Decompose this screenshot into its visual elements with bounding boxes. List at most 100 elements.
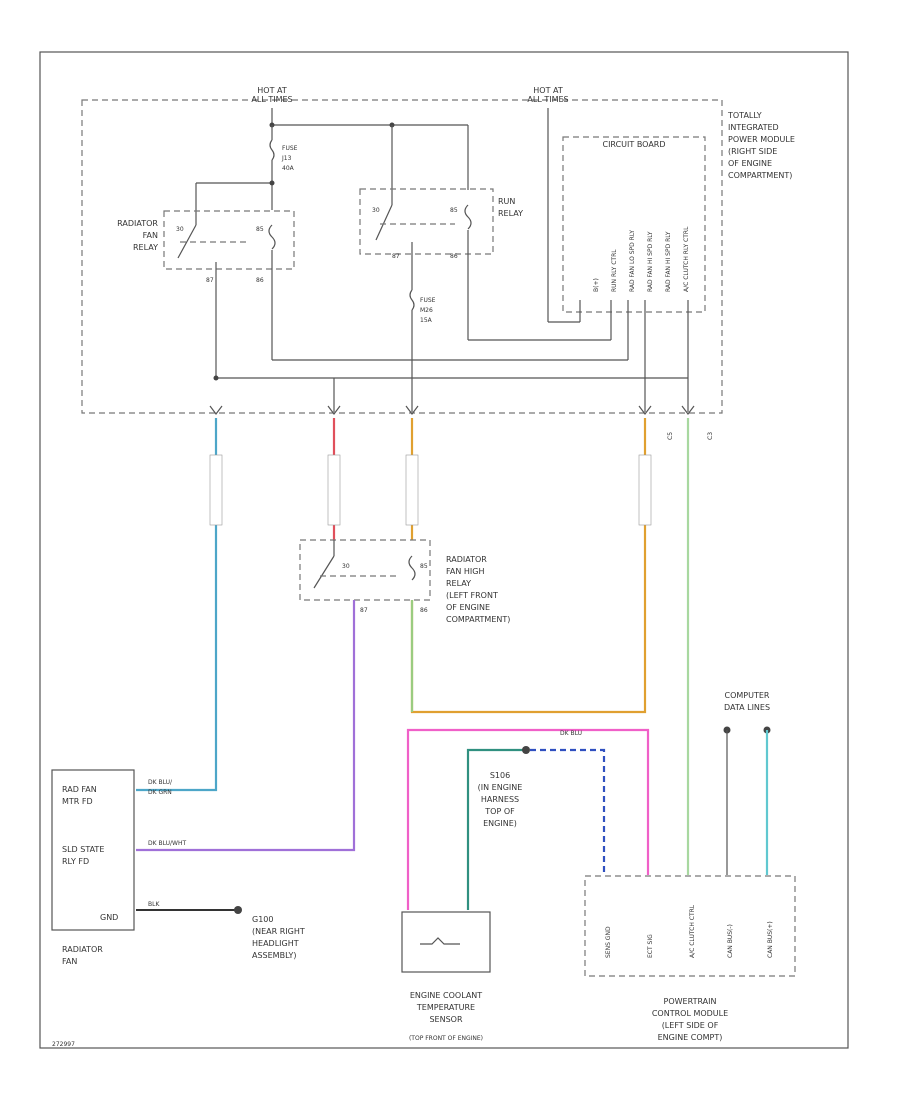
s106-4: TOP OF	[484, 807, 515, 816]
fuse-upper-3: 40A	[282, 165, 295, 172]
wire-orange-hi	[410, 418, 647, 714]
fuse-lower-2: M26	[420, 307, 433, 314]
fan-wire3: BLK	[148, 901, 160, 908]
pcm-title-1: POWERTRAIN	[664, 997, 717, 1006]
junction-node	[269, 180, 275, 186]
figure-id: 272997	[52, 1041, 75, 1048]
wire-dk-blu-dashed	[530, 748, 606, 875]
s106-2: (IN ENGINE	[478, 783, 523, 792]
switch-contact	[313, 555, 335, 589]
hi-relay-label-6: COMPARTMENT)	[446, 615, 510, 624]
g100-2: (NEAR RIGHT	[252, 927, 305, 936]
switch-contact	[375, 204, 393, 241]
pcm-pin: ECT SIG	[647, 934, 654, 958]
hi-relay-pin: 86	[420, 607, 428, 614]
s106-1: S106	[490, 771, 510, 780]
tipm-label-6: COMPARTMENT)	[728, 171, 792, 180]
fuse-upper-1: FUSE	[282, 145, 298, 152]
hi-relay-label-5: OF ENGINE	[446, 603, 490, 612]
ground-splice-icon	[234, 906, 242, 914]
relay-coil-icon	[464, 204, 472, 230]
run-relay-label-1: RUN	[498, 197, 515, 206]
pcm-box	[584, 875, 796, 977]
cb-label-b: B(+)	[593, 278, 600, 292]
fan-gnd: GND	[100, 913, 118, 922]
hot-label-1-line1: HOT AT	[257, 86, 287, 95]
hot-label-2-line1: HOT AT	[533, 86, 563, 95]
switch-contact	[177, 224, 197, 259]
fan-wire1b: DK GRN	[148, 789, 172, 796]
s106-5: ENGINE)	[483, 819, 517, 828]
run-relay-label-2: RELAY	[498, 209, 523, 218]
splice-s106-icon	[522, 746, 530, 754]
conn-id: C3	[707, 432, 714, 440]
run-relay-pin: 85	[450, 207, 458, 214]
pcm-title-2: CONTROL MODULE	[652, 1009, 728, 1018]
tipm-label-4: (RIGHT SIDE	[728, 147, 777, 156]
pcm-pin: CAN BUS(+)	[767, 921, 774, 958]
cb-label-ac: A/C CLUTCH RLY CTRL	[683, 226, 690, 292]
circuit-board-box	[562, 136, 706, 313]
fuse-upper-2: J13	[281, 155, 292, 162]
radiator-fan-high-relay	[299, 539, 431, 601]
g100-1: G100	[252, 915, 273, 924]
radiator-fan-relay	[163, 210, 295, 270]
rad-relay-label-2: FAN	[143, 231, 158, 240]
wire-teal	[466, 748, 524, 910]
thermistor-icon	[420, 937, 460, 945]
fan-title-2: FAN	[62, 957, 77, 966]
rad-relay-pin: 87	[206, 277, 214, 284]
cb-label-hi1: RAD FAN HI SPD RLY	[647, 231, 654, 292]
ect-title-3: SENSOR	[429, 1015, 462, 1024]
fuse-upper-icon	[269, 139, 275, 161]
fan-wire2: DK BLU/WHT	[148, 840, 186, 847]
run-relay	[359, 188, 494, 255]
hi-relay-pin: 87	[360, 607, 368, 614]
ect-sensor-box	[401, 911, 491, 973]
hi-relay-pin: 85	[420, 563, 428, 570]
wire-tags	[209, 454, 652, 526]
cb-label-run: RUN RLY CTRL	[611, 249, 618, 292]
fan-title-1: RADIATOR	[62, 945, 103, 954]
circuit-board-label: CIRCUIT BOARD	[602, 140, 665, 149]
hi-relay-label-2: FAN HIGH	[446, 567, 484, 576]
g100-4: ASSEMBLY)	[252, 951, 296, 960]
comp-data-2: DATA LINES	[724, 703, 770, 712]
wire-purple	[136, 600, 356, 852]
run-relay-pin: 86	[450, 253, 458, 260]
tipm-label-1: TOTALLY	[727, 111, 762, 120]
ect-title-1: ENGINE COOLANT	[410, 991, 482, 1000]
tipm-label-3: POWER MODULE	[728, 135, 795, 144]
cb-label-hi2: RAD FAN HI SPD RLY	[665, 231, 672, 292]
hi-relay-label-3: RELAY	[446, 579, 471, 588]
run-relay-pin: 30	[372, 207, 380, 214]
rad-relay-pin: 30	[176, 226, 184, 233]
fan-label-2: MTR FD	[62, 797, 93, 806]
diagram-frame	[39, 51, 849, 1049]
junction-node	[213, 375, 219, 381]
hi-relay-label-4: (LEFT FRONT	[446, 591, 498, 600]
comp-data-1: COMPUTER	[725, 691, 770, 700]
fan-label-4: RLY FD	[62, 857, 89, 866]
ect-title-4: (TOP FRONT OF ENGINE)	[409, 1035, 483, 1042]
relay-coil-icon	[268, 224, 276, 250]
radiator-fan-box	[51, 769, 135, 931]
conn-id: C5	[667, 432, 674, 440]
pcm-title-3: (LEFT SIDE OF	[662, 1021, 719, 1030]
hi-relay-pin: 30	[342, 563, 350, 570]
hot-label-1-line2: ALL TIMES	[251, 95, 292, 104]
wire-pink	[406, 728, 650, 910]
connector-marks	[209, 405, 695, 415]
tipm-label-2: INTEGRATED	[728, 123, 779, 132]
fuse-lower-1: FUSE	[420, 297, 436, 304]
run-relay-pin: 87	[392, 253, 400, 260]
pcm-pin: SENS GND	[605, 926, 612, 958]
fan-wire1a: DK BLU/	[148, 779, 173, 786]
s106-3: HARNESS	[481, 795, 519, 804]
tipm-box	[81, 99, 723, 414]
fuse-lower-icon	[409, 289, 415, 311]
rad-relay-pin: 85	[256, 226, 264, 233]
pcm-pin: A/C CLUTCH CTRL	[689, 904, 696, 958]
ect-title-2: TEMPERATURE	[416, 1003, 475, 1012]
